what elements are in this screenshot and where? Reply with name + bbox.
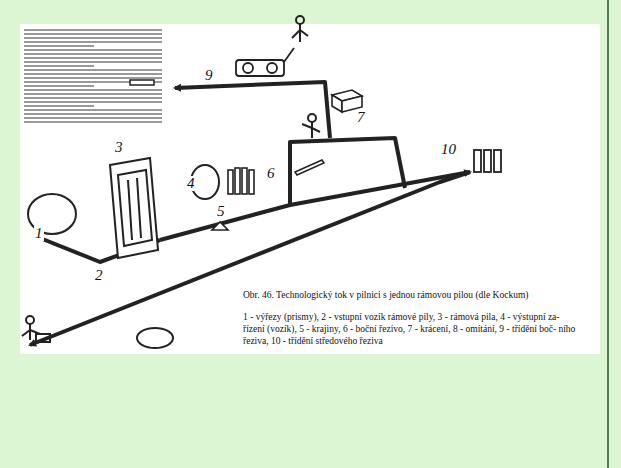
callout-number: 2 <box>94 268 104 283</box>
callout-number: 9 <box>204 68 214 83</box>
callout-number: 6 <box>266 166 276 181</box>
callout-number: 10 <box>440 142 457 157</box>
callout-number: 7 <box>356 110 366 125</box>
legend-text: 1 - výřezy (prismy), 2 - vstupní vozík r… <box>243 312 583 348</box>
callout-number: 5 <box>216 204 226 219</box>
callout-number: 1 <box>34 226 44 241</box>
callout-number: 3 <box>114 140 124 155</box>
callout-number: 4 <box>186 176 196 191</box>
figure-caption: Obr. 46. Technologický tok v pilnici s j… <box>243 290 593 302</box>
